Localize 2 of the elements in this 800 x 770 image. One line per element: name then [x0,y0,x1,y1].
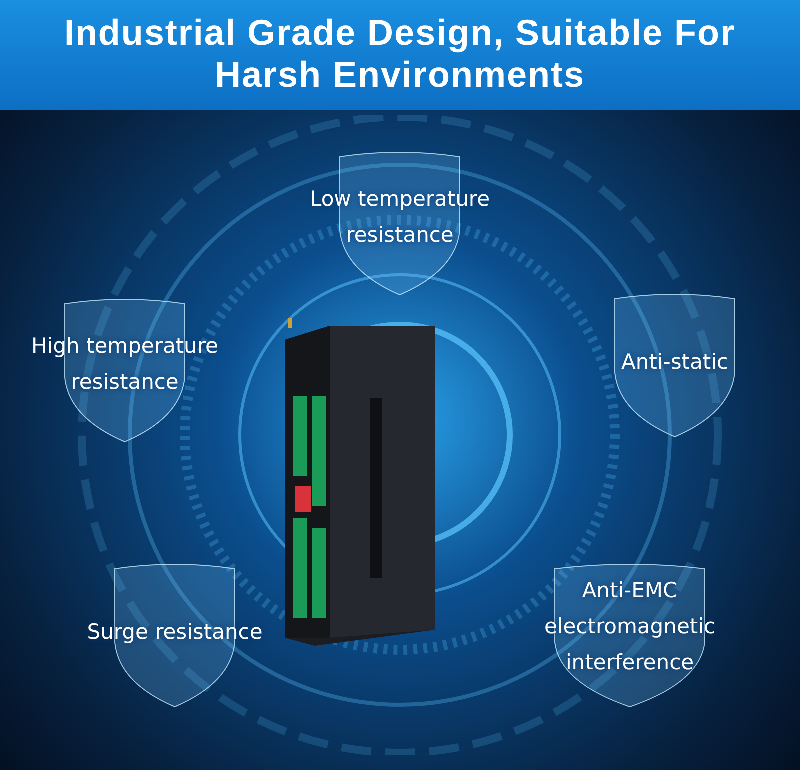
feature-label: Anti-static [620,349,730,376]
banner-title: Industrial Grade Design, Suitable For Harsh Environments [63,12,737,96]
